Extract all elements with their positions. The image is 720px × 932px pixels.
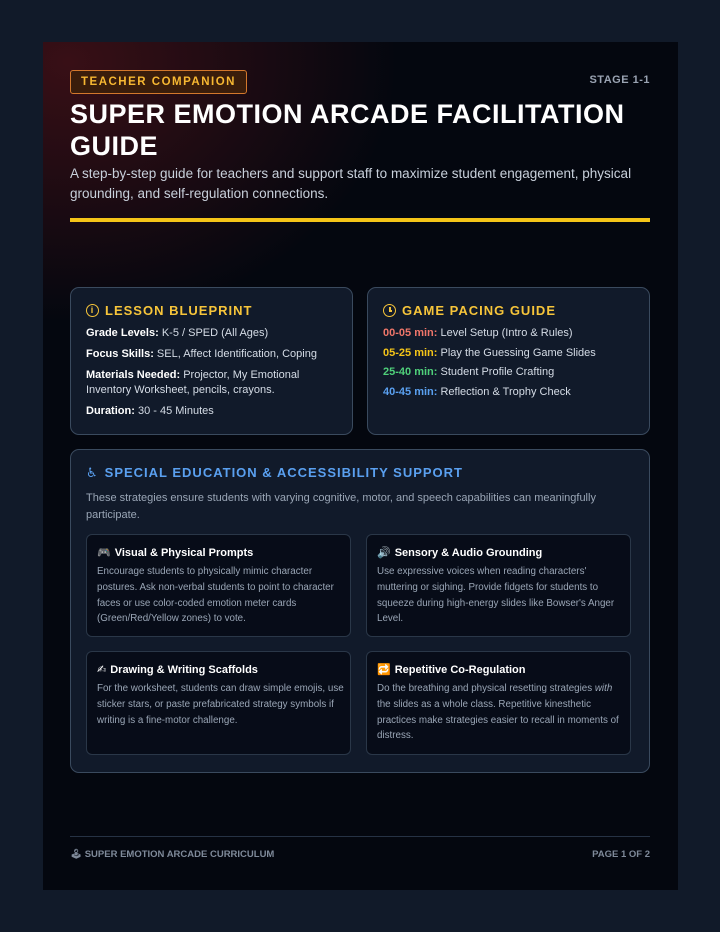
page-title: SUPER EMOTION ARCADE FACILITATION GUIDE [70,99,625,161]
blueprint-item: Grade Levels: K-5 / SPED (All Ages) [86,327,269,339]
visual-physical-prompts-card: 🎮Visual & Physical Prompts Encourage stu… [86,534,351,637]
sub-card-body: For the worksheet, students can draw sim… [97,683,344,726]
joystick-icon: 🕹 [70,849,83,860]
writing-hand-icon: ✍ [97,664,107,676]
sub-card-title: Sensory & Audio Grounding [394,547,543,559]
gamepad-icon: 🎮 [97,547,111,559]
blueprint-item: Materials Needed: Projector, My Emotiona… [86,369,300,396]
sub-card-body: Do the breathing and physical resetting … [377,683,619,742]
lesson-blueprint-card: i LESSON BLUEPRINT Grade Levels: K-5 / S… [70,287,353,435]
info-icon: i [86,304,99,317]
sub-card-title: Visual & Physical Prompts [114,547,254,559]
sub-card-title: Repetitive Co-Regulation [394,664,526,676]
sub-card-body: Encourage students to physically mimic c… [97,566,334,625]
repeat-icon: 🔁 [377,664,391,676]
blueprint-item: Duration: 30 - 45 Minutes [86,404,214,417]
footer-curriculum-label: 🕹 SUPER EMOTION ARCADE CURRICULUM [70,849,275,860]
repetitive-co-regulation-card: 🔁Repetitive Co-Regulation Do the breathi… [366,651,631,755]
game-pacing-title: GAME PACING GUIDE [383,303,556,318]
pacing-item: 40-45 min: Reflection & Trophy Check [383,385,571,398]
speaker-icon: 🔊 [377,547,391,559]
header-divider [70,218,650,222]
pacing-item: 25-40 min: Student Profile Crafting [383,366,555,378]
clock-icon [383,304,396,317]
game-pacing-card: GAME PACING GUIDE 00-05 min: Level Setup… [367,287,650,435]
pacing-list: 00-05 min: Level Setup (Intro & Rules) 0… [383,326,596,404]
sensory-audio-grounding-card: 🔊Sensory & Audio Grounding Use expressiv… [366,534,631,637]
footer-divider [70,836,650,837]
guide-page: TEACHER COMPANION STAGE 1-1 SUPER EMOTIO… [43,42,678,890]
drawing-writing-scaffolds-card: ✍Drawing & Writing Scaffolds For the wor… [86,651,351,755]
sub-card-title: Drawing & Writing Scaffolds [110,664,258,676]
pacing-item: 00-05 min: Level Setup (Intro & Rules) [383,327,573,339]
blueprint-item: Focus Skills: SEL, Affect Identification… [86,348,317,360]
stage-label: STAGE 1-1 [589,74,650,86]
lesson-blueprint-title: i LESSON BLUEPRINT [86,303,252,318]
special-education-card: ♿SPECIAL EDUCATION & ACCESSIBILITY SUPPO… [70,449,650,773]
special-education-title: ♿SPECIAL EDUCATION & ACCESSIBILITY SUPPO… [86,465,463,480]
blueprint-list: Grade Levels: K-5 / SPED (All Ages) Focu… [86,326,336,425]
header-row: TEACHER COMPANION STAGE 1-1 [70,70,650,94]
page-subtitle: A step-by-step guide for teachers and su… [70,166,632,201]
sub-card-body: Use expressive voices when reading chara… [377,566,615,625]
pacing-item: 05-25 min: Play the Guessing Game Slides [383,346,596,359]
teacher-companion-badge: TEACHER COMPANION [70,70,247,94]
wheelchair-icon: ♿ [86,465,99,480]
special-education-description: These strategies ensure students with va… [86,492,596,521]
footer-page-number: PAGE 1 OF 2 [592,849,650,860]
